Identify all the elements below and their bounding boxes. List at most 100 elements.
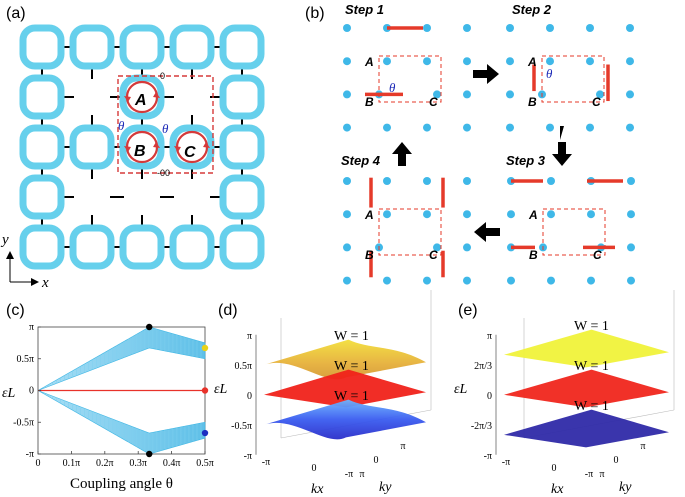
site-b-label: B — [365, 95, 374, 109]
lattice-dot — [423, 123, 431, 132]
winding-number-label: W = 1 — [574, 319, 609, 334]
panel-c-label: (c) — [6, 302, 25, 319]
lattice-dot — [463, 210, 471, 219]
x-tick-label: 0 — [36, 458, 41, 469]
x-tick-label: 0.2π — [96, 458, 114, 469]
lattice-dot — [547, 177, 555, 185]
current-arrow — [153, 92, 160, 98]
lattice-dot — [506, 123, 514, 132]
ring-resonator — [19, 174, 65, 220]
lattice-dot — [587, 276, 595, 285]
lattice-dot — [546, 123, 554, 132]
ring-resonator — [69, 24, 115, 70]
lattice-dot — [433, 90, 441, 99]
ring-resonator — [119, 124, 165, 170]
z-tick-label: -0.5π — [231, 421, 252, 432]
winding-number-label: W = 1 — [574, 399, 609, 414]
lattice-dot — [383, 210, 391, 219]
lattice-dot — [627, 243, 635, 252]
unit-cell-box — [378, 208, 442, 256]
ring-resonator — [119, 24, 165, 70]
ky-tick-label: 0 — [614, 455, 619, 466]
ring-resonator — [19, 74, 65, 120]
site-b-label: B — [528, 95, 537, 109]
y-tick-label: 0.5π — [16, 354, 34, 365]
lattice-dot — [343, 243, 351, 252]
z-tick-label: 0.5π — [234, 361, 252, 372]
panel-b-label: (b) — [305, 5, 325, 22]
site-b-label: B — [365, 248, 374, 262]
ring-resonator — [69, 224, 115, 270]
unit-cell-box — [378, 55, 442, 103]
lattice-dot — [463, 24, 471, 32]
current-arrow — [153, 142, 160, 148]
step-arrow-right — [473, 64, 499, 84]
y-axis-label: εL — [2, 386, 16, 401]
lattice-dot — [463, 57, 471, 66]
kx-axis-label: kx — [551, 482, 564, 497]
ky-tick-label: -π — [345, 469, 353, 480]
lattice-dot — [506, 90, 514, 99]
current-arrow — [203, 142, 210, 148]
ring-resonator — [19, 224, 65, 270]
winding-number-label: W = 1 — [334, 329, 369, 344]
marker-point — [201, 387, 209, 394]
energy-band-surface — [264, 339, 426, 380]
ring-resonator — [219, 124, 265, 170]
energy-band-surface — [504, 409, 669, 448]
lattice-dot — [463, 123, 471, 132]
z-tick-label: 0 — [487, 391, 492, 402]
lattice-dot — [343, 210, 351, 219]
z-axis-label: εL — [214, 382, 228, 397]
ring-resonator — [219, 174, 265, 220]
step-3-label: Step 3 — [506, 153, 546, 168]
kx-tick-label: -π — [502, 457, 510, 468]
z-tick-label: -π — [244, 451, 252, 462]
energy-band-surface — [264, 369, 426, 408]
lattice-dot — [383, 123, 391, 132]
lattice-dot — [433, 243, 441, 252]
lattice-dot — [627, 276, 635, 285]
lattice-dot — [423, 276, 431, 285]
z-tick-label: 2π/3 — [474, 361, 492, 372]
kx-tick-label: 0 — [552, 463, 557, 474]
ring-resonator — [169, 124, 215, 170]
ring-resonator — [69, 124, 115, 170]
x-axis-label: Coupling angle θ — [70, 476, 173, 492]
ring-resonator — [119, 224, 165, 270]
energy-band-surface — [504, 369, 669, 408]
x-axis-label: x — [41, 275, 49, 291]
lattice-dot — [463, 243, 471, 252]
lattice-dot — [627, 177, 635, 185]
marker-point — [146, 450, 153, 458]
ky-tick-label: π — [400, 441, 405, 452]
x-tick-label: 0.5π — [196, 458, 214, 469]
lattice-dot — [586, 123, 594, 132]
panel-d-label: (d) — [218, 302, 238, 319]
y-tick-label: -π — [26, 449, 34, 460]
site-a-label: A — [364, 208, 374, 222]
edge-label-bottom: -00 — [157, 168, 170, 178]
lattice-dot — [343, 24, 351, 32]
site-c-label: C — [184, 144, 196, 161]
step-1-label: Step 1 — [345, 2, 384, 17]
lattice-dot — [627, 210, 635, 219]
lattice-dot — [463, 276, 471, 285]
z-tick-label: 0 — [247, 391, 252, 402]
lattice-dot — [506, 24, 514, 32]
y-tick-label: -0.5π — [13, 417, 34, 428]
step-arrow-down-stub — [554, 126, 564, 140]
ring-resonator — [19, 124, 65, 170]
ring-resonator — [19, 24, 65, 70]
lattice-dot — [423, 24, 431, 32]
ring-resonator — [119, 74, 165, 120]
site-b-label: B — [134, 143, 146, 160]
site-c-label: C — [429, 248, 438, 262]
lattice-dot — [423, 210, 431, 219]
y-tick-label: π — [29, 322, 34, 333]
